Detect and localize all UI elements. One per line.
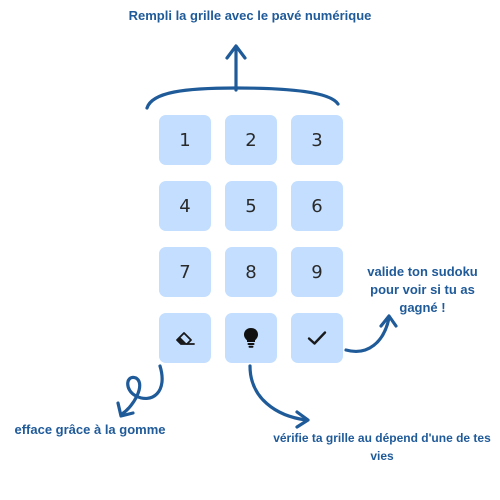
digit-4-button[interactable]: 4 [159,181,211,231]
erase-arrowhead [116,401,135,418]
digit-6-button[interactable]: 6 [291,181,343,231]
validate-annotation: valide ton sudoku pour voir si tu as gag… [367,264,478,315]
digit-2-button[interactable]: 2 [225,115,277,165]
hint-arrow [248,364,308,422]
hint-arrowhead [295,410,310,429]
digit-3-button[interactable]: 3 [291,115,343,165]
numpad-annotation: Rempli la grille avec le pavé numérique [128,8,372,23]
digit-5-button[interactable]: 5 [225,181,277,231]
up-arrowhead [225,44,247,60]
erase-arrow [120,364,164,416]
digit-9-button[interactable]: 9 [291,247,343,297]
digit-8-button[interactable]: 8 [225,247,277,297]
eraser-button[interactable] [159,313,211,363]
digit-7-button[interactable]: 7 [159,247,211,297]
hint-button[interactable] [225,313,277,363]
digit-1-button[interactable]: 1 [159,115,211,165]
checkmark-icon [307,331,327,345]
validate-arrowhead [379,314,398,328]
validate-button[interactable] [291,313,343,363]
lightbulb-icon [244,328,258,348]
hint-annotation: vérifie ta grille au dépend d'une de tes… [273,431,491,463]
eraser-icon [176,332,195,345]
keypad-brace [145,86,340,110]
validate-arrow [344,316,391,353]
erase-annotation: efface grâce à la gomme [14,422,166,437]
